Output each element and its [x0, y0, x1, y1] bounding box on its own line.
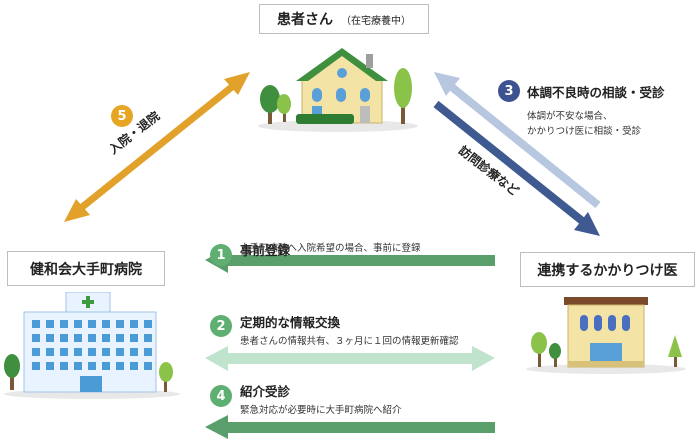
step5-badge: 5: [111, 105, 133, 127]
step3-title: 体調不良時の相談・受診: [527, 85, 665, 100]
info-exchange-arrow: [205, 346, 495, 371]
house-illustration: [258, 48, 418, 132]
step1-desc: 大手町病院へ入院希望の場合、事前に登録: [240, 243, 421, 254]
referral-arrow: [205, 415, 495, 439]
step2-badge: 2: [210, 315, 232, 337]
hospital-illustration: [4, 292, 180, 399]
step3-badge: 3: [498, 80, 520, 102]
hospital-title: 健和会大手町病院: [30, 261, 142, 278]
consultation-arrow: [434, 72, 601, 209]
step2-desc: 患者さんの情報共有、３ヶ月に１回の情報更新確認: [240, 336, 459, 347]
patient-subtitle: （在宅療養中）: [341, 15, 411, 27]
admission-discharge-arrow: [64, 72, 250, 222]
clinic-box: 連携するかかりつけ医: [520, 252, 695, 287]
patient-title: 患者さん: [277, 12, 333, 28]
step4-badge: 4: [210, 385, 232, 407]
step1-title: 事前登録: [240, 243, 291, 258]
home-visit-arrow: [433, 100, 600, 236]
step1-badge: 1: [210, 244, 232, 266]
patient-box: 患者さん （在宅療養中）: [259, 4, 429, 34]
step2-title: 定期的な情報交換: [240, 315, 341, 330]
clinic-title: 連携するかかりつけ医: [537, 262, 678, 279]
hospital-box: 健和会大手町病院: [7, 251, 165, 286]
step3-desc-line1: 体調が不安な場合、: [527, 111, 613, 122]
step4-desc: 緊急対応が必要時に大手町病院へ紹介: [240, 405, 402, 416]
clinic-illustration: [526, 297, 686, 374]
step3-desc-line2: かかりつけ医に相談・受診: [527, 126, 642, 137]
step4-title: 紹介受診: [240, 384, 291, 399]
